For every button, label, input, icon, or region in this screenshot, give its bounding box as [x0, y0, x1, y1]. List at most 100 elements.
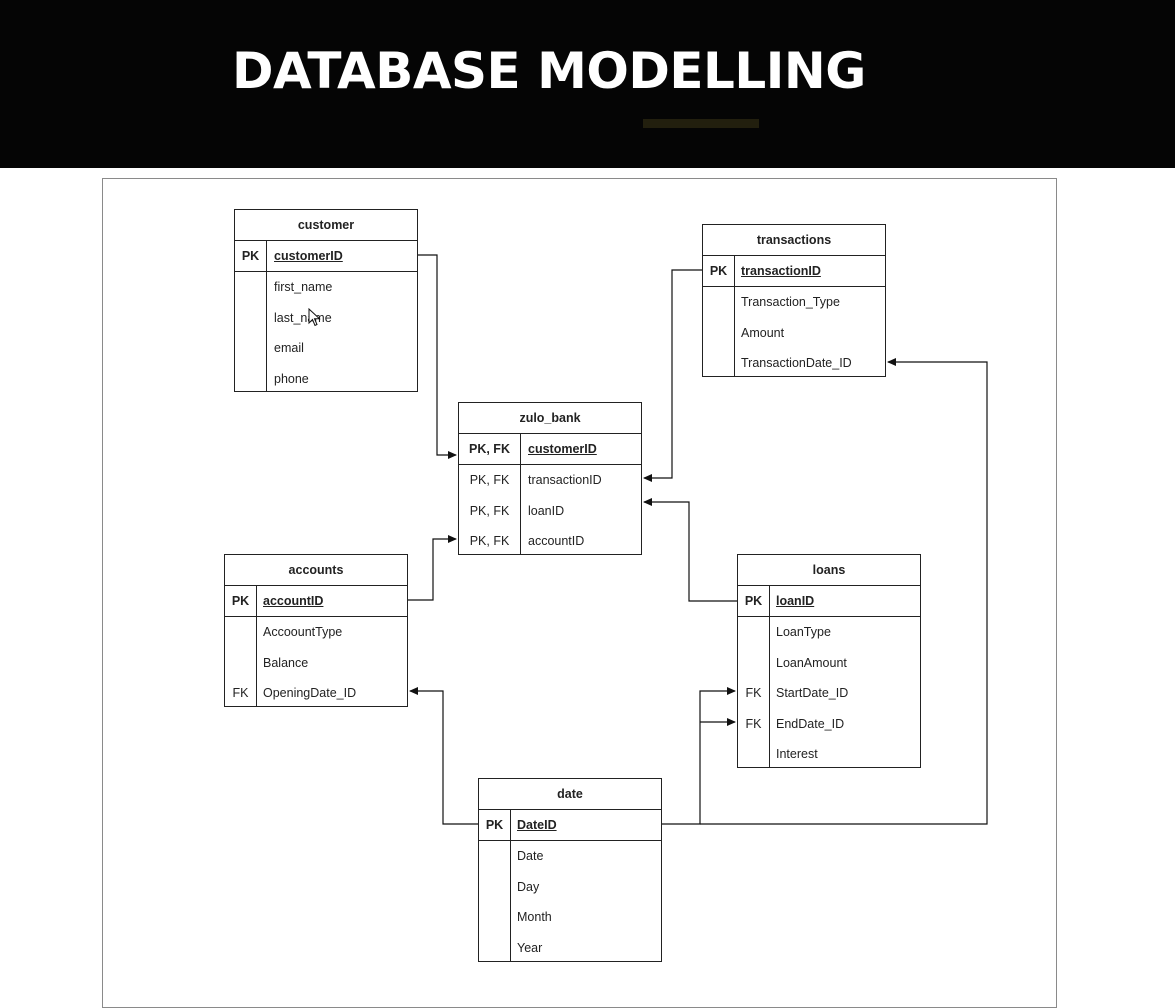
key-label: FK	[232, 686, 249, 701]
field-name: Day	[517, 879, 540, 894]
key-column-divider	[520, 433, 521, 554]
pk-row: PK accountID	[225, 586, 407, 618]
key-column-divider	[266, 240, 267, 391]
entity-transactions[interactable]: transactions PK transactionID Transaction…	[702, 224, 886, 377]
key-column-divider	[256, 585, 257, 706]
key-label	[738, 648, 769, 678]
key-label	[235, 272, 266, 302]
key-label	[235, 333, 266, 363]
field-row: Date	[479, 841, 661, 871]
entity-zulo-bank[interactable]: zulo_bank PK, FK customerID PK, FK transac…	[458, 402, 642, 555]
key-label: FK	[745, 686, 762, 701]
key-label	[235, 364, 266, 394]
key-label: PK, FK	[469, 534, 510, 549]
field-row: email	[235, 333, 417, 363]
key-label	[479, 872, 510, 902]
key-label	[703, 318, 734, 348]
field-row: LoanAmount	[738, 648, 920, 678]
pk-row: PK customerID	[235, 241, 417, 273]
field-row: FK EndDate_ID	[738, 709, 920, 739]
mouse-cursor-icon	[308, 308, 321, 327]
key-column-divider	[510, 809, 511, 961]
field-name: last_name	[274, 310, 332, 325]
field-name: customerID	[528, 442, 597, 456]
entity-title: customer	[235, 210, 417, 241]
key-label: PK	[709, 264, 728, 278]
field-name: loanID	[776, 594, 815, 608]
entity-loans[interactable]: loans PK loanID LoanType LoanAmount FK Sta…	[737, 554, 921, 768]
field-row: FK StartDate_ID	[738, 678, 920, 708]
field-name: Amount	[741, 325, 785, 340]
key-column-divider	[734, 255, 735, 376]
entity-title: transactions	[703, 225, 885, 256]
field-name: DateID	[517, 818, 557, 832]
field-row: first_name	[235, 272, 417, 302]
key-label	[479, 902, 510, 932]
field-row: Transaction_Type	[703, 287, 885, 317]
key-label: PK	[241, 249, 260, 263]
field-name: Interest	[776, 746, 818, 761]
field-name: TransactionDate_ID	[741, 356, 852, 371]
field-row: last_name	[235, 303, 417, 333]
field-row: Year	[479, 933, 661, 963]
key-label: PK, FK	[469, 442, 510, 456]
key-label	[703, 287, 734, 317]
field-name: transactionID	[741, 264, 821, 278]
banner-accent-bar	[643, 119, 759, 128]
key-label	[703, 348, 734, 378]
key-label: PK, FK	[469, 503, 510, 518]
key-label	[738, 739, 769, 769]
key-label	[225, 617, 256, 647]
field-name: transactionID	[528, 473, 602, 488]
entity-accounts[interactable]: accounts PK accountID AccoountType Balanc…	[224, 554, 408, 707]
field-row: Day	[479, 872, 661, 902]
field-name: Transaction_Type	[741, 295, 840, 310]
key-label	[235, 303, 266, 333]
key-label: PK, FK	[469, 473, 510, 488]
field-name: Month	[517, 910, 552, 925]
field-row: PK, FK transactionID	[459, 465, 641, 495]
entity-title: date	[479, 779, 661, 810]
field-name: loanID	[528, 503, 565, 518]
pk-row: PK, FK customerID	[459, 434, 641, 466]
field-row: Month	[479, 902, 661, 932]
field-row: TransactionDate_ID	[703, 348, 885, 378]
entity-customer[interactable]: customer PK customerID first_name last_na…	[234, 209, 418, 392]
field-name: EndDate_ID	[776, 716, 845, 731]
pk-row: PK DateID	[479, 810, 661, 842]
field-row: FK OpeningDate_ID	[225, 678, 407, 708]
field-name: phone	[274, 371, 309, 386]
field-name: Date	[517, 849, 544, 864]
field-name: first_name	[274, 280, 333, 295]
key-label: FK	[745, 716, 762, 731]
field-row: PK, FK loanID	[459, 496, 641, 526]
key-label: PK	[485, 818, 504, 832]
field-name: customerID	[274, 249, 343, 263]
field-name: LoanType	[776, 625, 831, 640]
entity-title: zulo_bank	[459, 403, 641, 434]
key-label: PK	[744, 594, 763, 608]
field-name: accountID	[263, 594, 324, 608]
field-name: AccoountType	[263, 625, 343, 640]
field-name: Balance	[263, 655, 309, 670]
pk-row: PK transactionID	[703, 256, 885, 288]
key-label: PK	[231, 594, 250, 608]
field-name: OpeningDate_ID	[263, 686, 357, 701]
entity-title: loans	[738, 555, 920, 586]
field-row: Amount	[703, 318, 885, 348]
field-name: email	[274, 341, 304, 356]
entity-date[interactable]: date PK DateID Date Day Month Year	[478, 778, 662, 962]
title-banner: DATABASE MODELLING	[0, 0, 1175, 168]
field-name: StartDate_ID	[776, 686, 849, 701]
field-row: Interest	[738, 739, 920, 769]
key-label	[738, 617, 769, 647]
field-name: Year	[517, 940, 543, 955]
field-name: LoanAmount	[776, 655, 847, 670]
field-row: Balance	[225, 648, 407, 678]
field-row: LoanType	[738, 617, 920, 647]
key-label	[225, 648, 256, 678]
key-label	[479, 933, 510, 963]
entity-title: accounts	[225, 555, 407, 586]
field-row: AccoountType	[225, 617, 407, 647]
